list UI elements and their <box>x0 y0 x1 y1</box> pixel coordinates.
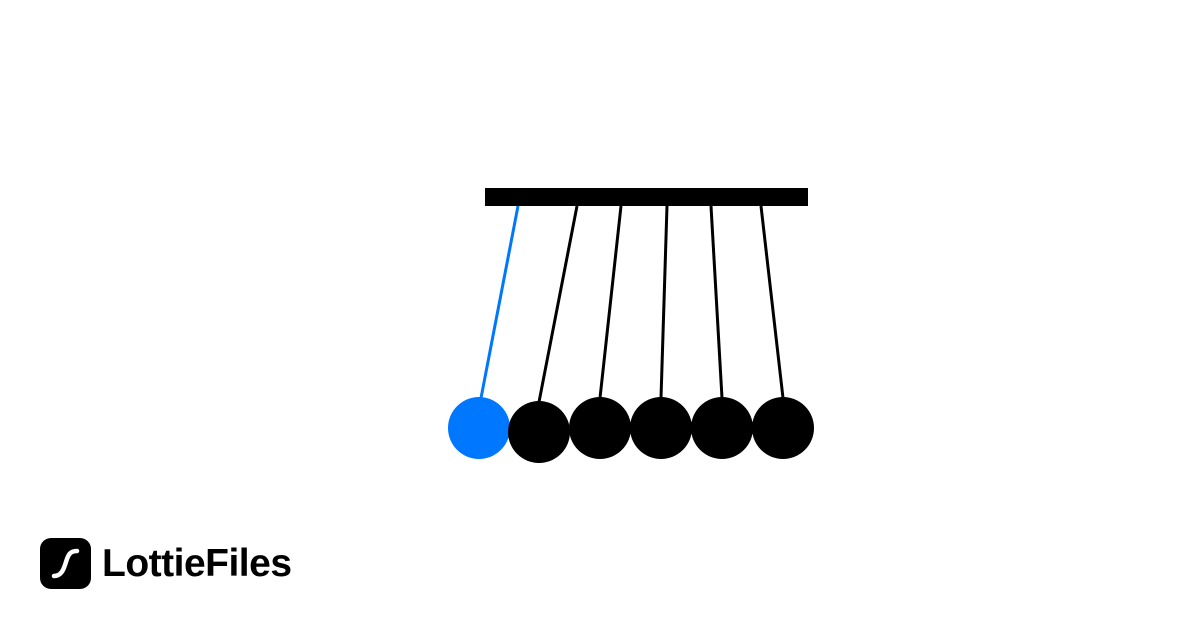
pendulum-ball <box>569 397 631 459</box>
pendulum-string <box>598 205 623 399</box>
lottiefiles-logo[interactable]: LottieFiles <box>40 538 292 589</box>
pendulum-ball <box>752 397 814 459</box>
pendulum-ball-highlighted <box>448 397 510 459</box>
brand-name: LottieFiles <box>102 542 292 585</box>
pendulum-string <box>537 205 579 403</box>
cradle-top-bar <box>485 188 808 206</box>
pendulum-string <box>659 205 669 399</box>
pendulum-ball <box>691 397 753 459</box>
pendulum-string <box>479 205 520 399</box>
pendulum-ball <box>630 397 692 459</box>
pendulum-string <box>759 205 785 399</box>
pendulum-string <box>709 205 724 399</box>
pendulum-ball <box>508 401 570 463</box>
lottie-curve-icon <box>40 538 91 589</box>
